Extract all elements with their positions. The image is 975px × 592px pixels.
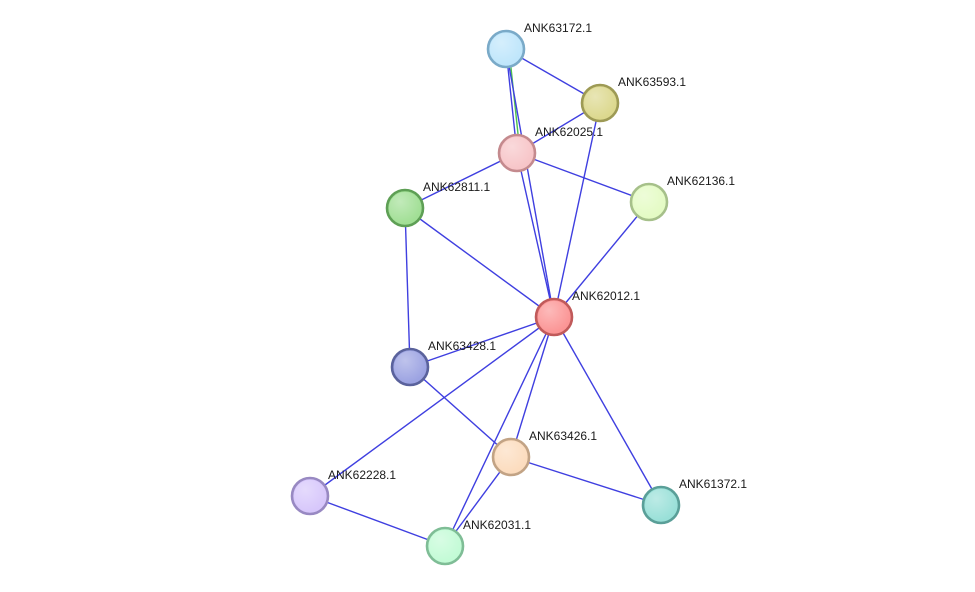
edge-ANK62025.1-ANK62012.1: [516, 152, 555, 318]
node-highlight: [584, 87, 616, 119]
node-ANK62031.1[interactable]: ANK62031.1: [425, 518, 531, 566]
node-ANK62025.1[interactable]: ANK62025.1: [497, 125, 603, 173]
node-ANK63593.1[interactable]: ANK63593.1: [580, 75, 686, 123]
node-ANK62136.1[interactable]: ANK62136.1: [629, 174, 735, 222]
node-highlight: [394, 351, 426, 383]
node-label: ANK63428.1: [428, 339, 496, 353]
node-label: ANK62012.1: [572, 289, 640, 303]
node-label: ANK62228.1: [328, 468, 396, 482]
node-ANK63426.1[interactable]: ANK63426.1: [491, 429, 597, 477]
edge-ANK62811.1-ANK63428.1: [404, 207, 411, 368]
edge-ANK63428.1-ANK63426.1: [409, 366, 512, 458]
node-highlight: [633, 186, 665, 218]
edge-ANK62012.1-ANK62031.1: [444, 316, 555, 547]
edge-ANK62012.1-ANK62228.1: [309, 316, 555, 497]
node-label: ANK63593.1: [618, 75, 686, 89]
node-label: ANK62136.1: [667, 174, 735, 188]
node-highlight: [490, 33, 522, 65]
edge-ANK63593.1-ANK62012.1: [553, 102, 601, 318]
node-ANK63172.1[interactable]: ANK63172.1: [486, 21, 592, 69]
nodes-layer: ANK63172.1ANK63593.1ANK62025.1ANK62811.1…: [290, 21, 747, 566]
edge-ANK62025.1-ANK62811.1: [404, 152, 518, 209]
node-highlight: [294, 480, 326, 512]
node-label: ANK61372.1: [679, 477, 747, 491]
edge-ANK62136.1-ANK62012.1: [553, 201, 650, 318]
node-label: ANK63172.1: [524, 21, 592, 35]
edge-ANK62811.1-ANK62012.1: [404, 207, 555, 318]
node-ANK62811.1[interactable]: ANK62811.1: [385, 180, 490, 228]
node-highlight: [538, 301, 570, 333]
node-label: ANK62811.1: [423, 180, 490, 194]
node-ANK62012.1[interactable]: ANK62012.1: [534, 289, 640, 337]
node-ANK61372.1[interactable]: ANK61372.1: [641, 477, 747, 525]
edges-layer: [309, 48, 662, 547]
node-label: ANK63426.1: [529, 429, 597, 443]
edge-ANK63172.1-ANK62012.1: [505, 48, 555, 318]
edge-ANK62012.1-ANK63428.1: [409, 316, 555, 368]
node-highlight: [645, 489, 677, 521]
node-highlight: [429, 530, 461, 562]
edge-ANK63426.1-ANK61372.1: [510, 456, 662, 506]
node-highlight: [501, 137, 533, 169]
edge-ANK62012.1-ANK61372.1: [553, 316, 662, 506]
node-label: ANK62025.1: [535, 125, 603, 139]
edge-ANK62228.1-ANK62031.1: [309, 495, 446, 547]
node-highlight: [389, 192, 421, 224]
node-highlight: [495, 441, 527, 473]
node-label: ANK62031.1: [463, 518, 531, 532]
edge-ANK62025.1-ANK62136.1: [516, 152, 650, 203]
node-ANK62228.1[interactable]: ANK62228.1: [290, 468, 396, 516]
node-ANK63428.1[interactable]: ANK63428.1: [390, 339, 496, 387]
edge-ANK62012.1-ANK63426.1: [510, 316, 555, 458]
